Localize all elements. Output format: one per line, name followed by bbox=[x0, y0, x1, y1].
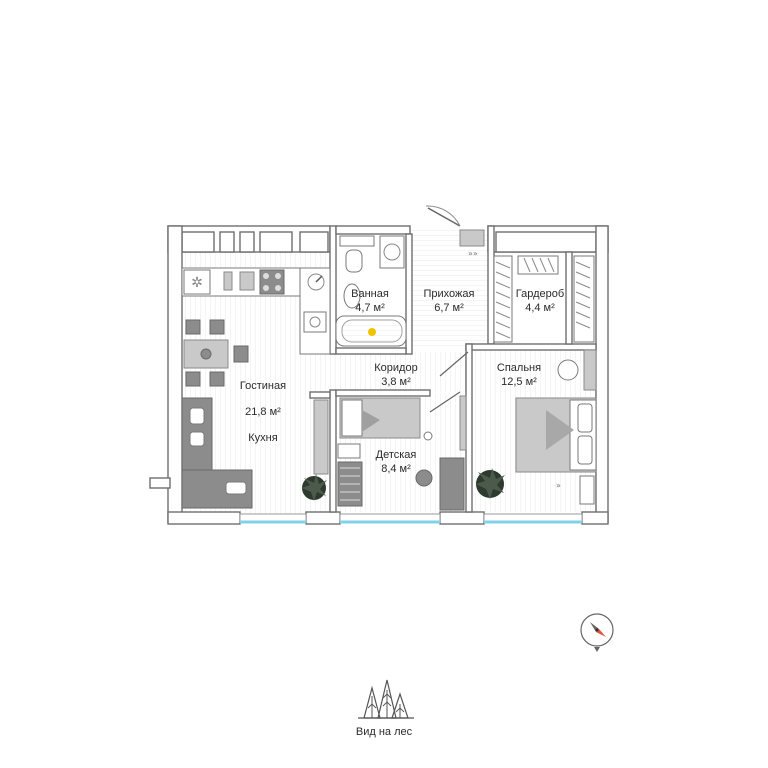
bathroom-area: 4,7 м² bbox=[355, 302, 385, 314]
entrance: »» bbox=[425, 205, 485, 258]
toilet-icon bbox=[345, 249, 363, 273]
plant-icon bbox=[302, 474, 327, 501]
hallway-area: 6,7 м² bbox=[434, 302, 464, 314]
duck-icon bbox=[368, 328, 376, 336]
svg-text:»: » bbox=[556, 481, 561, 490]
entrance-door bbox=[427, 207, 461, 227]
kids-desk bbox=[439, 457, 465, 511]
living-name: Гостиная bbox=[240, 380, 286, 392]
stove-icon bbox=[259, 269, 285, 295]
wall-bath-left bbox=[329, 225, 337, 355]
washbasin-icon bbox=[343, 283, 361, 309]
svg-text:✲: ✲ bbox=[191, 275, 203, 291]
kids-area: 8,4 м² bbox=[381, 463, 411, 475]
bathroom-fixtures bbox=[335, 235, 407, 347]
wardrobe-racks bbox=[493, 255, 595, 343]
sink-icon bbox=[183, 269, 211, 295]
tv-stand-icon bbox=[313, 399, 329, 475]
bedroom-furniture: » bbox=[515, 349, 597, 505]
nightstand bbox=[579, 475, 595, 505]
rack-right bbox=[573, 255, 595, 343]
corridor-area: 3,8 м² bbox=[381, 376, 411, 388]
corridor-name: Коридор bbox=[374, 362, 417, 374]
bedroom-area: 12,5 м² bbox=[501, 376, 537, 388]
rack-top bbox=[517, 255, 559, 275]
living-area: 21,8 м² bbox=[245, 406, 281, 418]
shoe-rack-icon bbox=[459, 229, 485, 247]
kitchen-name: Кухня bbox=[248, 432, 277, 444]
view-label: Вид на лес bbox=[356, 726, 413, 738]
outer-wall-bottom-left bbox=[167, 511, 241, 525]
room-labels: Ванная 4,7 м² Прихожая 6,7 м² Гардероб 4… bbox=[240, 288, 564, 475]
wall-bath-right bbox=[405, 233, 413, 355]
svg-text:»»: »» bbox=[468, 249, 478, 258]
wall-bedroom-top bbox=[465, 343, 597, 351]
wall-bedroom-left bbox=[465, 343, 473, 513]
outer-wall-right bbox=[595, 225, 609, 523]
sofa bbox=[181, 397, 329, 509]
bedroom-name: Спальня bbox=[497, 362, 541, 374]
hallway-name: Прихожая bbox=[424, 288, 475, 300]
wardrobe-name: Гардероб bbox=[516, 288, 564, 300]
bathroom-name: Ванная bbox=[351, 288, 389, 300]
dining-set bbox=[183, 319, 249, 387]
wall-kids-left bbox=[329, 389, 337, 513]
forest-icon bbox=[358, 679, 414, 719]
plant-icon bbox=[476, 468, 505, 499]
wardrobe-area: 4,4 м² bbox=[525, 302, 555, 314]
kids-room-furniture bbox=[337, 395, 467, 511]
kitchen-furniture: ✲ bbox=[181, 267, 331, 355]
walls bbox=[149, 225, 609, 525]
kids-name: Детская bbox=[376, 449, 417, 461]
rack-left bbox=[493, 255, 513, 343]
corridor-doors bbox=[429, 351, 469, 413]
compass-icon bbox=[580, 613, 614, 652]
